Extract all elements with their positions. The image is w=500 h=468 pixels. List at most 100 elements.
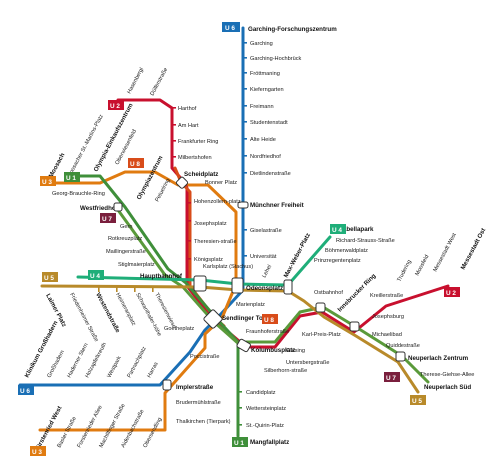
station-karlsplatz-stachus[interactable]: Karlsplatz (Stachus) xyxy=(203,264,253,270)
interchange-scheidplatz[interactable] xyxy=(175,176,189,189)
station-silberhornstrasse[interactable]: Silberhorn-straße xyxy=(264,368,307,374)
badge-u7-west[interactable]: U 7 xyxy=(100,213,116,223)
badge-u3-south[interactable]: U 3 xyxy=(30,446,46,456)
station-kieferngarten[interactable]: Kieferngarten xyxy=(250,87,284,93)
station-freimann[interactable]: Freimann xyxy=(250,104,274,110)
station-prinzregentenplatz[interactable]: Prinzregentenplatz xyxy=(314,258,361,264)
station-milbertshofen[interactable]: Milbertshofen xyxy=(178,155,212,161)
badge-u6-south[interactable]: U 6 xyxy=(18,385,34,395)
station-messestadt-ost[interactable]: Messestadt Ost xyxy=(460,227,488,271)
station-wettersteinplatz[interactable]: Wettersteinplatz xyxy=(246,406,286,412)
station-garching-hochbrueck[interactable]: Garching-Hochbrück xyxy=(250,56,302,62)
interchange-ostbahnhof[interactable] xyxy=(315,302,326,313)
station-westfriedhof[interactable]: Westfriedhof xyxy=(80,205,119,212)
station-garching-forschungszentrum[interactable]: Garching-Forschungszentrum xyxy=(248,26,337,33)
station-heimeranplatz[interactable]: Heimeranplatz xyxy=(114,292,136,327)
station-petuelring[interactable]: Petuelring xyxy=(154,178,171,203)
station-marienplatz[interactable]: Marienplatz xyxy=(236,302,265,308)
station-westpark[interactable]: Westpark xyxy=(106,355,122,379)
station-fraunhoferstrasse[interactable]: Fraunhoferstraße xyxy=(246,329,289,335)
station-kreillerstrasse[interactable]: Kreillerstraße xyxy=(370,293,403,299)
station-untersbergstrasse[interactable]: Untersbergstraße xyxy=(286,360,330,366)
station-studentenstadt[interactable]: Studentenstadt xyxy=(250,120,288,126)
station-moosach[interactable]: Moosach xyxy=(48,152,67,179)
station-nordfriedhof[interactable]: Nordfriedhof xyxy=(250,154,281,160)
station-georg-brauchle-ring[interactable]: Georg-Brauchle-Ring xyxy=(52,191,105,197)
station-st-quirin-platz[interactable]: St.-Quirin-Platz xyxy=(246,423,284,429)
badge-u2-east[interactable]: U 2 xyxy=(444,287,460,297)
interchange-kolumbusplatz[interactable] xyxy=(236,338,251,353)
station-frankfurter-ring[interactable]: Frankfurter Ring xyxy=(178,139,218,145)
badge-u3-north[interactable]: U 3 xyxy=(40,176,56,186)
badge-u8-mid[interactable]: U 8 xyxy=(262,314,278,324)
station-hauptbahnhof[interactable]: Hauptbahnhof xyxy=(140,273,183,280)
station-gern[interactable]: Gern xyxy=(120,224,132,230)
station-giesing[interactable]: Giesing xyxy=(286,348,305,354)
station-dietlindenstrasse[interactable]: Dietlindenstraße xyxy=(250,171,291,177)
station-scheidplatz[interactable]: Scheidplatz xyxy=(184,171,218,178)
badge-u5-east[interactable]: U 5 xyxy=(410,395,426,405)
station-garching[interactable]: Garching xyxy=(250,41,273,47)
station-hohenzollernplatz[interactable]: Hohenzollern-platz xyxy=(194,199,241,205)
station-maillingerstrasse[interactable]: Maillingerstraße xyxy=(106,249,146,255)
station-therese-giehse-allee[interactable]: Therese-Giehse-Allee xyxy=(420,372,474,378)
line-u5[interactable] xyxy=(40,284,420,394)
station-arabellapark[interactable]: Arabellapark xyxy=(336,226,374,233)
station-muenchner-freiheit[interactable]: Münchner Freiheit xyxy=(250,202,304,209)
station-theresienstrasse[interactable]: Theresien-straße xyxy=(194,239,237,245)
badge-u1-north[interactable]: U 1 xyxy=(64,172,80,182)
station-harras[interactable]: Harras xyxy=(146,361,159,379)
station-odeonsplatz[interactable]: Odeonsplatz xyxy=(246,285,283,292)
interchange-sendlinger-tor[interactable] xyxy=(203,309,223,329)
station-mangfallplatz[interactable]: Mangfallplatz xyxy=(250,439,289,446)
interchange-muenchner-freiheit[interactable] xyxy=(237,201,249,209)
station-thalkirchen[interactable]: Thalkirchen (Tierpark) xyxy=(176,419,231,425)
badge-u7-east[interactable]: U 7 xyxy=(384,372,400,382)
station-giselastrasse[interactable]: Giselastraße xyxy=(250,228,282,234)
station-friedenheimer-strasse[interactable]: Friedenheimer Straße xyxy=(68,292,99,343)
station-sendlinger-tor[interactable]: Sendlinger Tor xyxy=(222,315,266,322)
station-moosfeld[interactable]: Moosfeld xyxy=(414,254,430,277)
station-messestadt-west[interactable]: Messestadt West xyxy=(432,232,458,273)
station-quiddestrasse[interactable]: Quiddestraße xyxy=(386,343,420,349)
station-am-hart[interactable]: Am Hart xyxy=(178,123,199,129)
badge-u8-north[interactable]: U 8 xyxy=(128,158,144,168)
interchange-hauptbahnhof[interactable] xyxy=(193,275,207,292)
station-lehel[interactable]: Lehel xyxy=(261,264,273,279)
station-universitaet[interactable]: Universität xyxy=(250,254,277,260)
station-koenigsplatz[interactable]: Königsplatz xyxy=(194,257,223,263)
station-neuperlach-sued[interactable]: Neuperlach Süd xyxy=(424,384,471,391)
station-richard-strauss-strasse[interactable]: Richard-Strauss-Straße xyxy=(336,238,395,244)
badge-u1-south[interactable]: U 1 xyxy=(232,437,248,447)
station-boehmerwaldplatz[interactable]: Böhmerwaldplatz xyxy=(325,248,368,254)
interchange-odeonsplatz[interactable] xyxy=(231,277,244,294)
interchange-innsbrucker-ring[interactable] xyxy=(349,321,360,332)
station-trudering[interactable]: Trudering xyxy=(396,259,412,283)
station-candidplatz[interactable]: Candidplatz xyxy=(246,390,276,396)
station-max-weber-platz[interactable]: Max-Weber-Platz xyxy=(283,232,312,279)
badge-u4-east[interactable]: U 4 xyxy=(330,224,346,234)
station-karl-preis-platz[interactable]: Karl-Preis-Platz xyxy=(302,332,341,338)
interchange-max-weber-platz[interactable] xyxy=(283,279,293,295)
station-neuperlach-zentrum[interactable]: Neuperlach Zentrum xyxy=(408,355,469,362)
station-brudermuehlstrasse[interactable]: Brudermühlstraße xyxy=(176,400,221,406)
station-partnachplatz[interactable]: Partnachplatz xyxy=(126,346,147,379)
station-froettmaning[interactable]: Fröttmaning xyxy=(250,71,280,77)
station-goetheplatz[interactable]: Goetheplatz xyxy=(164,326,194,332)
badge-u6-north[interactable]: U 6 xyxy=(222,22,240,32)
interchange-implerstrasse[interactable] xyxy=(162,379,172,391)
station-josephsplatz[interactable]: Josephsplatz xyxy=(194,221,227,227)
station-implerstrasse[interactable]: Implerstraße xyxy=(176,384,214,391)
interchange-westfriedhof[interactable] xyxy=(113,202,123,212)
line-u1[interactable] xyxy=(68,174,240,438)
station-kolumbusplatz[interactable]: Kolumbusplatz xyxy=(251,347,295,354)
station-duelferstrasse[interactable]: Dülferstraße xyxy=(149,67,169,97)
station-poccistrasse[interactable]: Poccistraße xyxy=(190,354,220,360)
station-obersendling[interactable]: Obersendling xyxy=(142,417,163,449)
station-harthof[interactable]: Harthof xyxy=(178,106,197,112)
station-stiglmaierplatz[interactable]: Stiglmaierplatz xyxy=(118,262,155,268)
station-alte-heide[interactable]: Alte Heide xyxy=(250,137,276,143)
station-bonner-platz[interactable]: Bonner Platz xyxy=(205,180,237,186)
station-josephsburg[interactable]: Josephsburg xyxy=(372,314,404,320)
badge-u5-west[interactable]: U 5 xyxy=(42,272,58,282)
